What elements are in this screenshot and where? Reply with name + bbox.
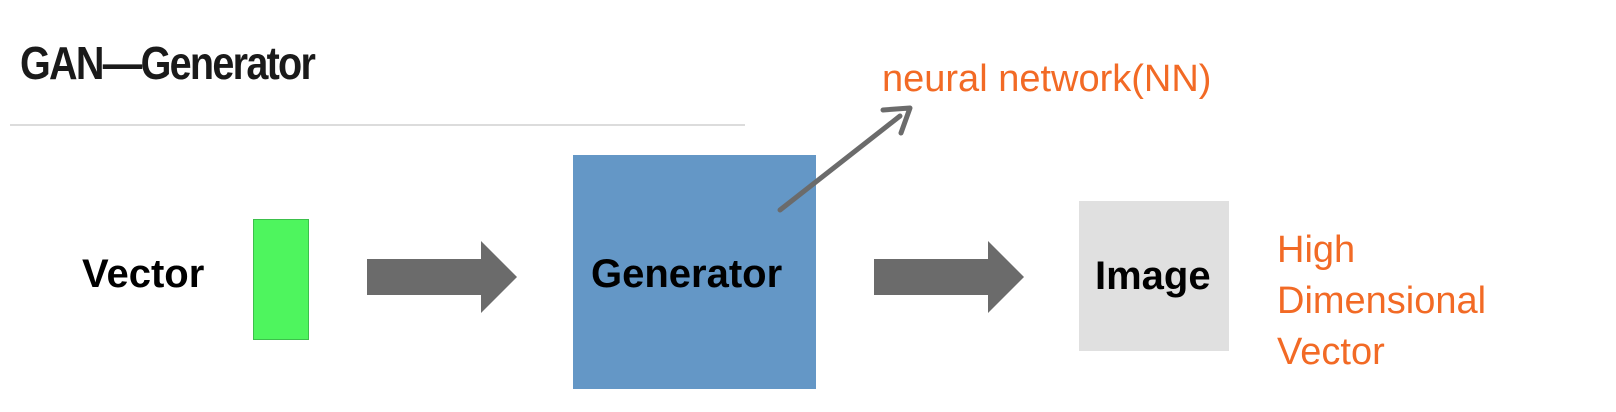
image-label: Image [1095,254,1211,298]
vector-label: Vector [82,252,205,296]
output-description: High Dimensional Vector [1277,225,1486,378]
output-description-line: High [1277,229,1356,271]
neural-network-annotation: neural network(NN) [882,58,1212,100]
generator-box [573,155,816,389]
generator-to-image-arrow [874,241,1024,313]
title-divider [10,124,745,126]
nn-pointer-line [777,113,903,213]
generator-label: Generator [591,252,783,296]
image-box [1079,201,1229,351]
input-to-generator-arrow [367,241,517,313]
nn-pointer-head [880,105,913,136]
page-title: GAN—Generator [20,37,316,89]
output-description-line: Vector [1277,331,1385,373]
output-description-line: Dimensional [1277,280,1487,322]
input-vector-bar [253,219,309,340]
